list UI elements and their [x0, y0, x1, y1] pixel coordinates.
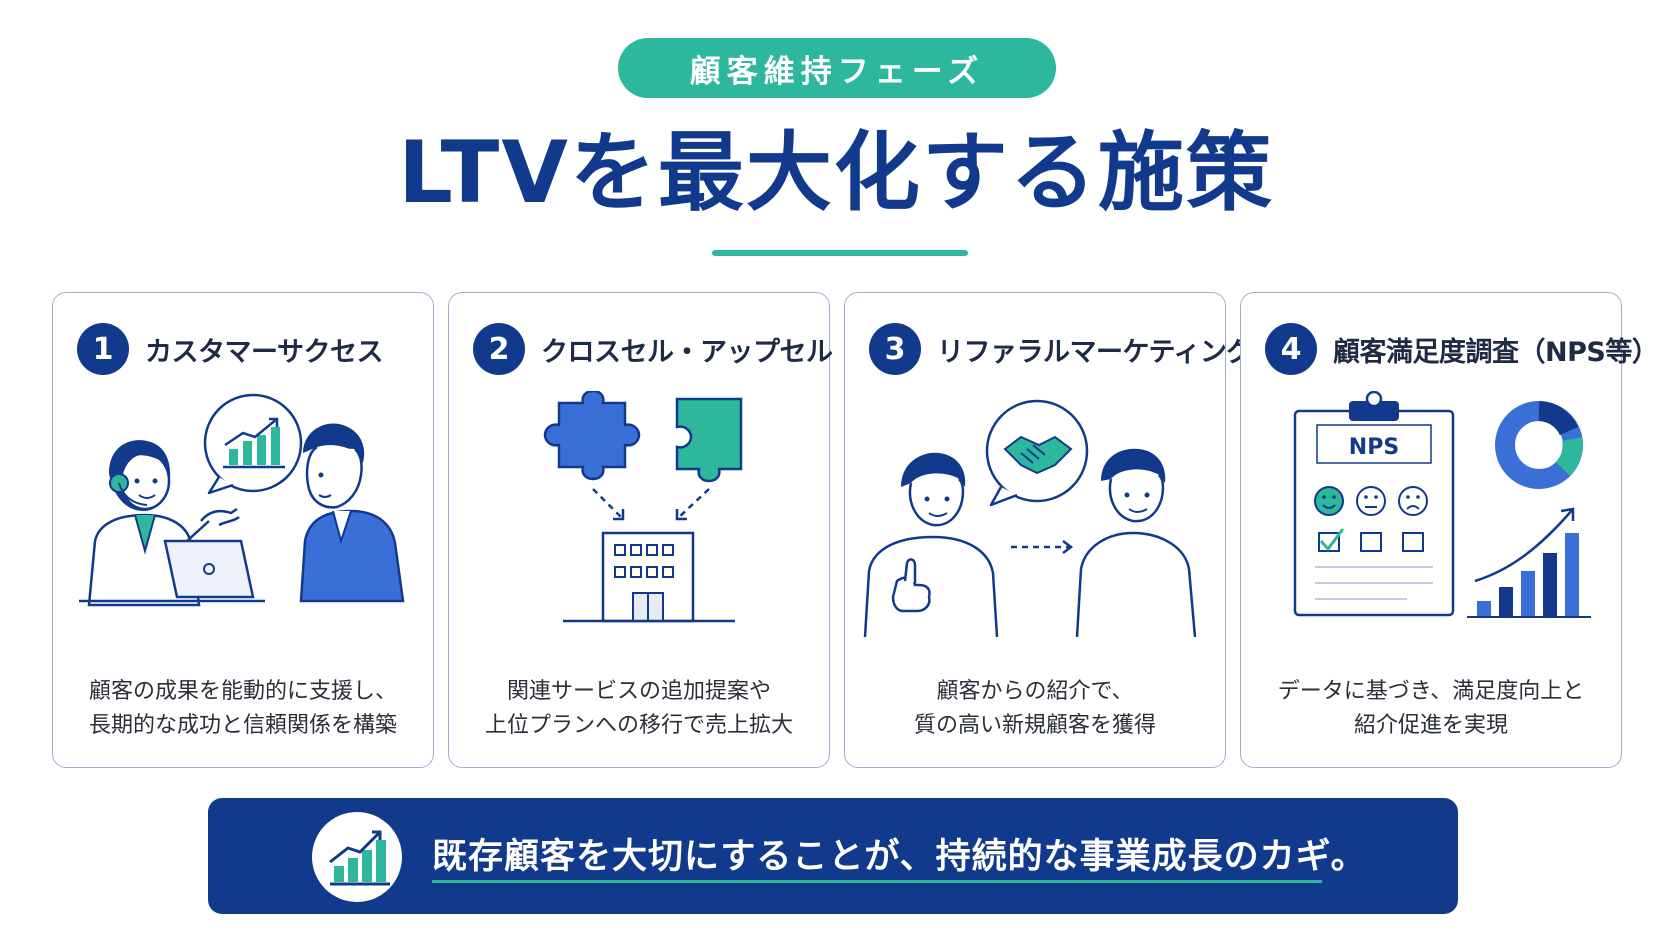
new-customer-figure	[1075, 448, 1197, 638]
title-underline	[712, 250, 968, 256]
card-desc-line2: 紹介促進を実現	[1353, 713, 1508, 738]
card-number-badge: 1	[77, 323, 129, 375]
card-desc-line2: 上位プランへの移行で売上拡大	[484, 713, 793, 738]
arrow-icons	[592, 488, 710, 521]
client-man-figure	[299, 423, 405, 603]
dashed-arrow-icon	[1011, 540, 1074, 554]
key-message-banner: 既存顧客を大切にすることが、持続的な事業成長のカギ。	[208, 798, 1458, 914]
page-title: LTVを最大化する施策	[398, 123, 1274, 223]
card-desc-line2: 長期的な成功と信頼関係を構築	[88, 713, 397, 738]
building-icon	[563, 531, 735, 623]
phase-label-pill: 顧客維持フェーズ	[618, 38, 1056, 98]
puzzle-building-illustration	[543, 391, 743, 623]
key-message-text: 既存顧客を大切にすることが、持続的な事業成長のカギ。	[432, 837, 1367, 877]
card-number-badge: 2	[473, 323, 525, 375]
card-desc-line1: 顧客からの紹介で、	[936, 679, 1134, 704]
laptop-icon	[79, 539, 265, 603]
card-title: クロスセル・アップセル	[541, 336, 833, 368]
growth-chart-icon	[312, 812, 402, 902]
handshake-speech-bubble-icon	[985, 399, 1089, 507]
card-number-badge: 4	[1265, 323, 1317, 375]
card-title: カスタマーサクセス	[145, 336, 383, 368]
donut-chart-icon	[1495, 401, 1583, 489]
card-customer-success: 1 カスタマーサクセス	[52, 292, 434, 768]
card-nps-survey: 4 顧客満足度調査（NPS等） NPS	[1240, 292, 1659, 768]
card-cross-sell-up-sell: 2 クロスセル・アップセル 関連サービスの追加提案や 上位プランへの	[448, 292, 833, 768]
referral-illustration	[863, 399, 1197, 638]
teal-puzzle-piece-icon	[675, 397, 743, 483]
nps-label: NPS	[1349, 435, 1399, 460]
card-number-badge: 3	[869, 323, 921, 375]
card-desc-line1: データに基づき、満足度向上と	[1277, 679, 1585, 704]
card-desc-line2: 質の高い新規顧客を獲得	[913, 713, 1156, 738]
referrer-person-figure	[863, 452, 999, 638]
nps-survey-illustration: NPS	[1293, 391, 1591, 618]
key-message-underline	[432, 880, 1322, 883]
card-desc-line1: 顧客の成果を能動的に支援し、	[88, 679, 397, 704]
card-title: 顧客満足度調査（NPS等）	[1333, 336, 1659, 368]
support-agent-figure	[87, 440, 240, 607]
card-desc-line1: 関連サービスの追加提案や	[506, 679, 771, 704]
phase-label: 顧客維持フェーズ	[689, 53, 985, 90]
card-title: リファラルマーケティング	[937, 336, 1253, 368]
clipboard-icon: NPS	[1293, 391, 1455, 617]
card-referral-marketing: 3 リファラルマーケティング	[844, 292, 1253, 768]
rising-bar-chart-icon	[1467, 507, 1591, 618]
chart-speech-bubble-icon	[203, 393, 303, 495]
customer-support-illustration	[79, 393, 405, 607]
blue-puzzle-piece-icon	[543, 391, 641, 481]
